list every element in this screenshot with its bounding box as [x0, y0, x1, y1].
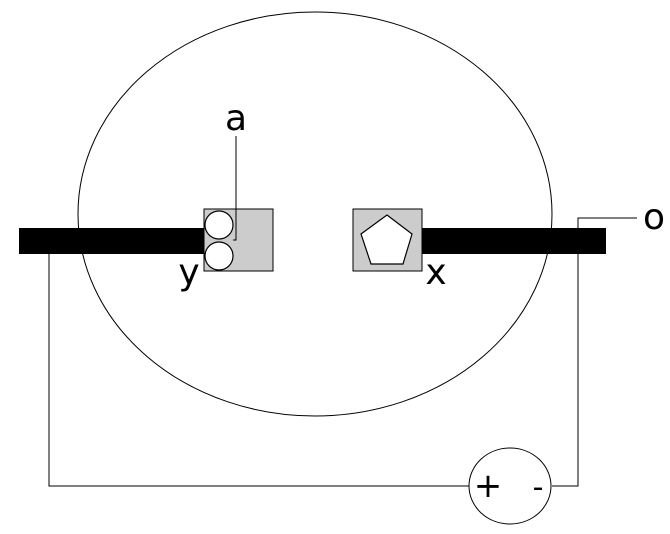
right-circuit-wire: [552, 254, 579, 487]
power-source: [468, 447, 552, 525]
label-a: a: [225, 98, 247, 139]
right-rod: [421, 228, 606, 254]
vessel-circle: [77, 11, 553, 417]
negative-terminal-label: -: [533, 470, 544, 505]
label-o-pointer: [577, 217, 637, 248]
label-y: y: [178, 252, 199, 293]
pentagon-icon: [360, 214, 413, 265]
label-a-pointer: [233, 136, 237, 241]
label-x: x: [425, 252, 446, 293]
label-o: o: [643, 197, 665, 238]
left-rod: [19, 228, 205, 254]
upper-particle: [204, 210, 234, 240]
positive-terminal-label: +: [474, 466, 503, 506]
two-circles-icon: [204, 210, 234, 271]
lower-particle: [204, 241, 234, 271]
left-circuit-wire: [48, 254, 469, 487]
